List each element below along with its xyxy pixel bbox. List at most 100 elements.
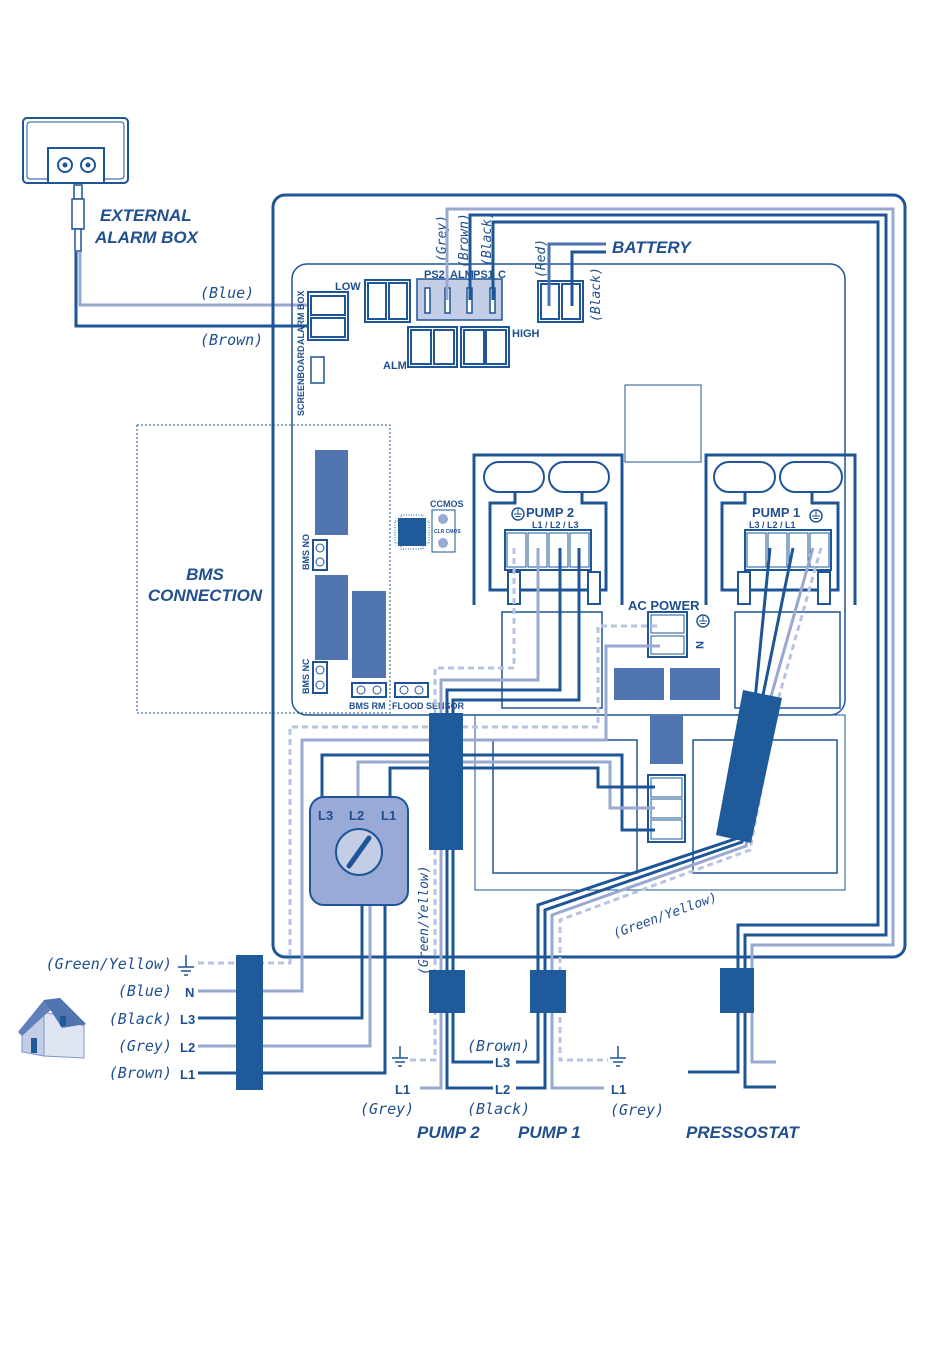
power-component — [650, 716, 683, 764]
switch-l1-label: L1 — [381, 808, 396, 823]
bms-label-1: BMS — [186, 565, 224, 584]
c-label: C — [498, 269, 506, 281]
ac-power-label: AC POWER — [628, 598, 700, 613]
bms-relay-no — [315, 450, 348, 535]
pump1-cable-sleeve — [716, 690, 782, 843]
clr-cmos-jumper — [431, 509, 456, 553]
switch-l2-label: L2 — [349, 808, 364, 823]
lower-panel — [474, 714, 846, 891]
fuse-block — [670, 668, 720, 700]
alarm-wire-blue-label: (Blue) — [200, 284, 254, 302]
screenboard-port — [310, 356, 325, 384]
battery-label: BATTERY — [612, 238, 692, 257]
battery-wire-black — [570, 250, 606, 306]
output-pump2-label: PUMP 2 — [417, 1123, 480, 1142]
ps-alm-label: ALM — [450, 269, 474, 281]
ps1-label: PS1 — [473, 269, 494, 281]
pump2-l1-label: L1 — [395, 1082, 410, 1097]
pump2-module — [472, 453, 624, 605]
bms-connection-area — [136, 424, 391, 714]
pressostat-wire-brown — [468, 213, 888, 1089]
switch-l3-wire — [320, 753, 655, 832]
ac-n-label: N — [693, 641, 705, 649]
pump1-cable-gland — [530, 970, 566, 1013]
low-label: LOW — [335, 281, 361, 293]
alm-label: ALM — [383, 360, 407, 372]
alarm-wire-brown — [74, 252, 330, 328]
flood-sensor-terminal — [394, 682, 429, 698]
transformer — [624, 384, 702, 463]
supply-color-label: (Blue) — [118, 982, 172, 1000]
supply-term-label: N — [185, 985, 194, 1000]
bms-rm-label: BMS RM — [349, 701, 386, 711]
alarm-box-terminal — [307, 291, 349, 341]
pressostat-wire-black — [491, 220, 880, 1074]
pump2-l1-color-label: (Grey) — [360, 1100, 414, 1118]
pressostat-cable-gland — [720, 968, 754, 1013]
battery-black-label: (Black) — [589, 267, 604, 322]
switch-l2-wire — [356, 760, 655, 810]
output-pressostat-label: PRESSOSTAT — [686, 1123, 800, 1142]
main-switch[interactable] — [309, 796, 409, 906]
plug-icon — [71, 184, 85, 252]
earth-icon — [696, 614, 710, 628]
screenboard-label: SCREENBOARD — [296, 345, 306, 416]
pump2-phases-label: L1 / L2 / L3 — [532, 520, 579, 530]
ps-wire-black-label: (Black) — [480, 211, 495, 266]
pump1-l2-label: L2 — [495, 1082, 510, 1097]
supply-term-label: L2 — [180, 1040, 195, 1055]
ps-wire-brown-label: (Brown) — [457, 213, 472, 268]
supply-l2-wire — [198, 905, 372, 1048]
bms-no-label: BMS NO — [301, 534, 311, 570]
alarm-wire-brown-label: (Brown) — [200, 331, 263, 349]
earth-ground-icon — [392, 1046, 408, 1067]
pump2-l3-wire — [451, 548, 581, 1064]
pump2-cable-sleeve — [429, 713, 463, 850]
battery-red-label: (Red) — [534, 239, 549, 278]
pump2-cable-gland — [429, 970, 465, 1013]
supply-color-label: (Black) — [109, 1010, 172, 1028]
pump1-earth-wire — [558, 547, 823, 1062]
fuse-block — [614, 668, 664, 700]
pressostat-terminal — [416, 278, 503, 321]
pump1-module — [704, 453, 857, 605]
low-relay — [364, 279, 411, 323]
pump2-contactor — [501, 611, 603, 709]
microcontroller-chip — [394, 514, 430, 550]
pressostat-wire-grey — [445, 207, 895, 1064]
pump1-contactor — [734, 611, 841, 709]
pump1-label: PUMP 1 — [752, 505, 800, 520]
pump2-earth-wire — [408, 548, 516, 1062]
ps2-label: PS2 — [424, 269, 445, 281]
battery-terminal — [537, 280, 584, 323]
supply-term-label: L3 — [180, 1012, 195, 1027]
bms-nc-label: BMS NC — [301, 658, 311, 694]
output-pump1-label: PUMP 1 — [518, 1123, 581, 1142]
alarm-wire-blue — [78, 252, 330, 307]
bms-rm-terminal — [351, 682, 387, 698]
pump2-l2-wire — [445, 548, 562, 1090]
switch-l3-label: L3 — [318, 808, 333, 823]
external-alarm-label-1: EXTERNAL — [100, 206, 192, 225]
earth-icon — [809, 509, 823, 523]
supply-color-label: (Brown) — [109, 1064, 172, 1082]
earth-icon — [511, 507, 525, 521]
high-relay — [460, 326, 510, 368]
alarm-box-port-label: ALARM BOX — [296, 291, 306, 346]
battery-wire-red — [547, 242, 606, 306]
switch-knob-icon[interactable] — [346, 835, 372, 869]
bms-no-terminal — [312, 539, 328, 571]
bms-relay-nc — [315, 575, 348, 660]
pump1-l1-wire — [550, 547, 815, 1090]
pump2-l1-wire — [420, 548, 540, 1090]
pump1-l2-wire — [516, 547, 795, 1090]
ac-power-terminal — [647, 611, 688, 658]
clr-cmos-label: CLR CMOS — [434, 529, 461, 535]
supply-terminal-bar — [236, 955, 263, 1090]
supply-color-label: (Green/Yellow) — [46, 955, 172, 973]
high-label: HIGH — [512, 328, 540, 340]
pump1-phases-label: L3 / L2 / L1 — [749, 520, 796, 530]
pump1-l1-color-label: (Grey) — [610, 1101, 664, 1119]
earth-ground-icon — [178, 955, 194, 976]
